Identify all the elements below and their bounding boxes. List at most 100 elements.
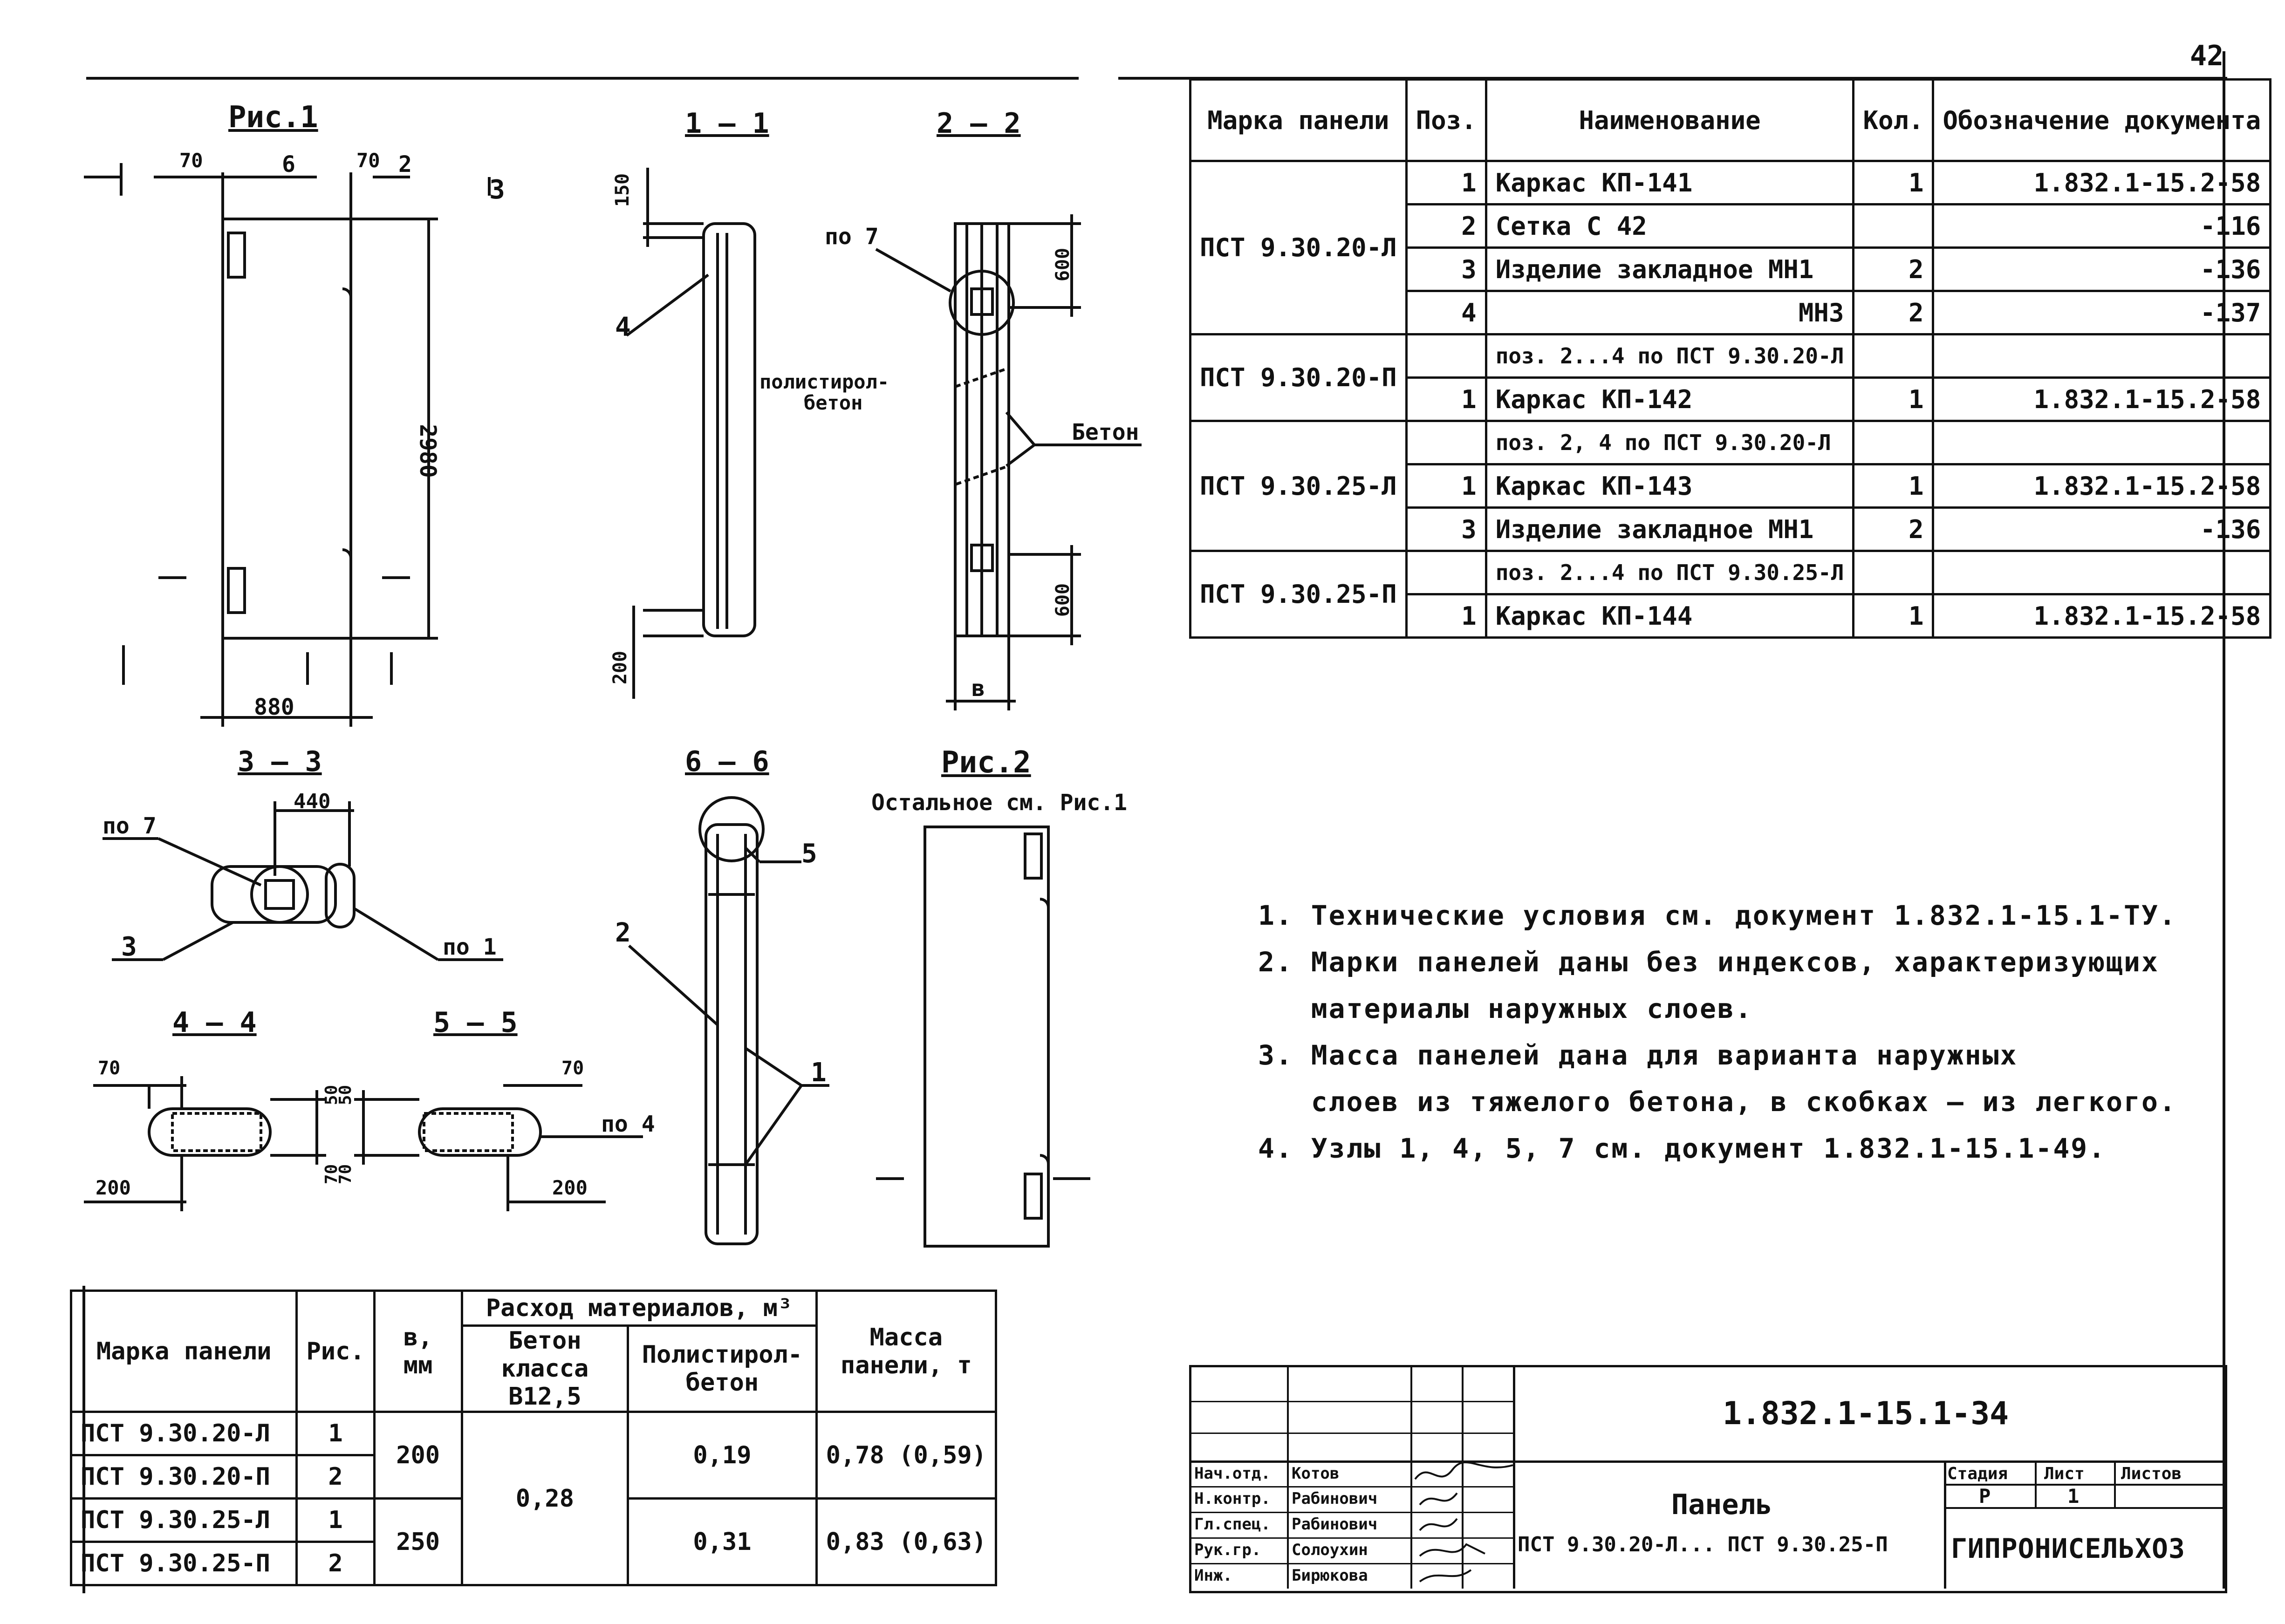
signature-4 xyxy=(1419,1543,1485,1557)
fig1-title: Рис.1 xyxy=(228,100,318,135)
spec-pos-cell xyxy=(1405,550,1487,595)
signature-3 xyxy=(1419,1518,1458,1531)
materials-header-row: Марка панели Рис. в, мм Расход материало… xyxy=(69,1290,998,1413)
spec-mark-cell: ПСТ 9.30.20-П xyxy=(1189,333,1408,422)
spec-qty-cell xyxy=(1852,420,1935,465)
spec-doc-cell xyxy=(1932,550,2272,595)
tb-name: Солоухин xyxy=(1292,1541,1368,1559)
spec-mark-cell: ПСТ 9.30.25-П xyxy=(1189,550,1408,639)
tb-name: Котов xyxy=(1292,1464,1340,1483)
title-line-1: Панель xyxy=(1671,1488,1772,1521)
spec-qty-cell xyxy=(1852,333,1935,379)
table-row: ПСТ 9.30.20-П 2 xyxy=(69,1454,996,1500)
mat-mark-cell: ПСТ 9.30.20-Л xyxy=(69,1411,298,1456)
mat-poly-cell: 0,31 xyxy=(627,1497,818,1586)
mat-header-mark: Марка панели xyxy=(69,1290,298,1413)
spec-pos-cell: 2 xyxy=(1405,203,1487,249)
tb-divider xyxy=(1944,1460,1946,1589)
spec-mark-cell: ПСТ 9.30.20-Л xyxy=(1189,160,1408,335)
spec-pos-cell xyxy=(1405,420,1487,465)
section-5-5-body xyxy=(418,1107,542,1157)
tb-divider xyxy=(1287,1367,1289,1589)
dim-2-top: 2 xyxy=(398,151,412,177)
spec-qty-cell xyxy=(1852,203,1935,249)
spec-qty-cell: 1 xyxy=(1852,160,1935,205)
frame-top-right xyxy=(1118,77,2227,80)
spec-pos-cell: 1 xyxy=(1405,463,1487,509)
signature-1 xyxy=(1414,1461,1513,1480)
tb-divider xyxy=(1513,1367,1515,1589)
tb-divider xyxy=(1944,1507,2223,1509)
dim-3-right: 3 xyxy=(489,175,505,205)
note-line: 3. Масса панелей дана для варианта наруж… xyxy=(1258,1039,2018,1071)
spec-pos-cell: 1 xyxy=(1405,593,1487,639)
spec-doc-cell: 1.832.1-15.2-58 xyxy=(1932,376,2272,422)
tb-name: Рабинович xyxy=(1292,1489,1378,1508)
mat-header-polystyrene: Полистирол-бетон xyxy=(627,1324,818,1413)
fig2-panel xyxy=(924,826,1050,1248)
mat-header-consumption: Расход материалов, м³ xyxy=(460,1290,818,1327)
tb-divider xyxy=(1410,1367,1412,1589)
spec-qty-cell: 1 xyxy=(1852,463,1935,509)
dim-600-bottom: 600 xyxy=(1052,583,1074,617)
note-line: 2. Марки панелей даны без индексов, хара… xyxy=(1258,946,2159,978)
table-row: 1 Каркас КП-143 1 1.832.1-15.2-58 xyxy=(1190,463,2272,509)
table-row: ПСТ 9.30.25-Л поз. 2, 4 по ПСТ 9.30.20-Л xyxy=(1189,420,2272,552)
dim-4-4-70: 70 xyxy=(98,1058,121,1079)
label-po7-2-2: по 7 xyxy=(825,224,879,250)
notes-block: 1. Технические условия см. документ 1.83… xyxy=(1258,892,2177,1172)
mat-mark-cell: ПСТ 9.30.25-Л xyxy=(69,1497,298,1543)
label-po4: по 4 xyxy=(601,1111,655,1137)
spec-qty-cell: 2 xyxy=(1852,290,1935,335)
dim-4-4-200: 200 xyxy=(96,1176,131,1199)
table-row: ПСТ 9.30.25-П 2 xyxy=(69,1541,996,1586)
spec-name-cell: Изделие закладное МН1 xyxy=(1485,246,1855,292)
signature-5 xyxy=(1419,1569,1472,1583)
mat-fig-cell: 1 xyxy=(295,1497,376,1543)
spec-header-row: Марка панели Поз. Наименование Кол. Обоз… xyxy=(1189,78,2272,162)
dim-150: 150 xyxy=(612,173,634,207)
section-2-2-title: 2 — 2 xyxy=(937,107,1021,140)
spec-pos-cell: 1 xyxy=(1405,160,1487,205)
tb-divider xyxy=(1191,1512,1513,1513)
table-row: 1 Каркас КП-144 1 1.832.1-15.2-58 xyxy=(1190,593,2272,639)
note-line: 4. Узлы 1, 4, 5, 7 см. документ 1.832.1-… xyxy=(1258,1133,2107,1164)
section-1-1-title: 1 — 1 xyxy=(685,107,769,140)
dim-5-5-70: 70 xyxy=(336,1164,356,1185)
mat-mass-cell: 0,78 (0,59) xyxy=(815,1411,998,1500)
tb-divider xyxy=(1191,1537,1513,1539)
fig2-note: Остальное см. Рис.1 xyxy=(871,790,1128,816)
table-row: 3 Изделие закладное МН1 2 -136 xyxy=(1190,506,2272,552)
dim-5-5-50: 50 xyxy=(336,1085,356,1105)
mat-b-cell: 250 xyxy=(373,1497,463,1586)
signature-2 xyxy=(1419,1492,1458,1506)
spec-name-cell: поз. 2, 4 по ПСТ 9.30.20-Л xyxy=(1485,420,1855,465)
materials-subheader-row: Бетон класса В12,5 Полистирол-бетон xyxy=(71,1324,996,1413)
tb-divider xyxy=(1944,1484,2223,1486)
spec-pos-cell: 4 xyxy=(1405,290,1487,335)
table-row: ПСТ 9.30.20-Л 1 200 0,28 0,19 0,78 (0,59… xyxy=(69,1411,998,1586)
tb-sheet-header: Лист xyxy=(2044,1464,2085,1483)
table-row: 3 Изделие закладное МН1 2 -136 xyxy=(1190,246,2272,292)
fig2-title: Рис.2 xyxy=(941,745,1031,780)
label-pos-3: 3 xyxy=(121,932,137,962)
tb-name: Рабинович xyxy=(1292,1515,1378,1534)
spec-doc-cell: -116 xyxy=(1932,203,2272,249)
section-3-3-title: 3 — 3 xyxy=(238,745,322,778)
title-block: Нач.отд. Котов Н.контр. Рабинович Гл.спе… xyxy=(1189,1365,2227,1593)
label-pos-5: 5 xyxy=(801,839,817,869)
tb-divider xyxy=(1191,1433,1513,1434)
mat-mark-cell: ПСТ 9.30.25-П xyxy=(69,1541,298,1586)
spec-name-cell: Каркас КП-141 xyxy=(1485,160,1855,205)
specification-table: Марка панели Поз. Наименование Кол. Обоз… xyxy=(1189,78,2272,639)
tb-role: Рук.гр. xyxy=(1194,1541,1261,1559)
mat-b-cell: 200 xyxy=(373,1411,463,1500)
table-row: ПСТ 9.30.20-Л 1 Каркас КП-141 1 1.832.1-… xyxy=(1189,160,2272,335)
label-po7-3-3: по 7 xyxy=(103,813,157,839)
mat-fig-cell: 1 xyxy=(295,1411,376,1456)
table-row: ПСТ 9.30.25-Л 1 250 0,31 0,83 (0,63) xyxy=(69,1497,998,1586)
section-5-5-title: 5 — 5 xyxy=(433,1006,518,1039)
tb-role: Нач.отд. xyxy=(1194,1464,1271,1483)
dim-200-1-1: 200 xyxy=(609,650,631,685)
section-4-4-body xyxy=(148,1107,272,1157)
